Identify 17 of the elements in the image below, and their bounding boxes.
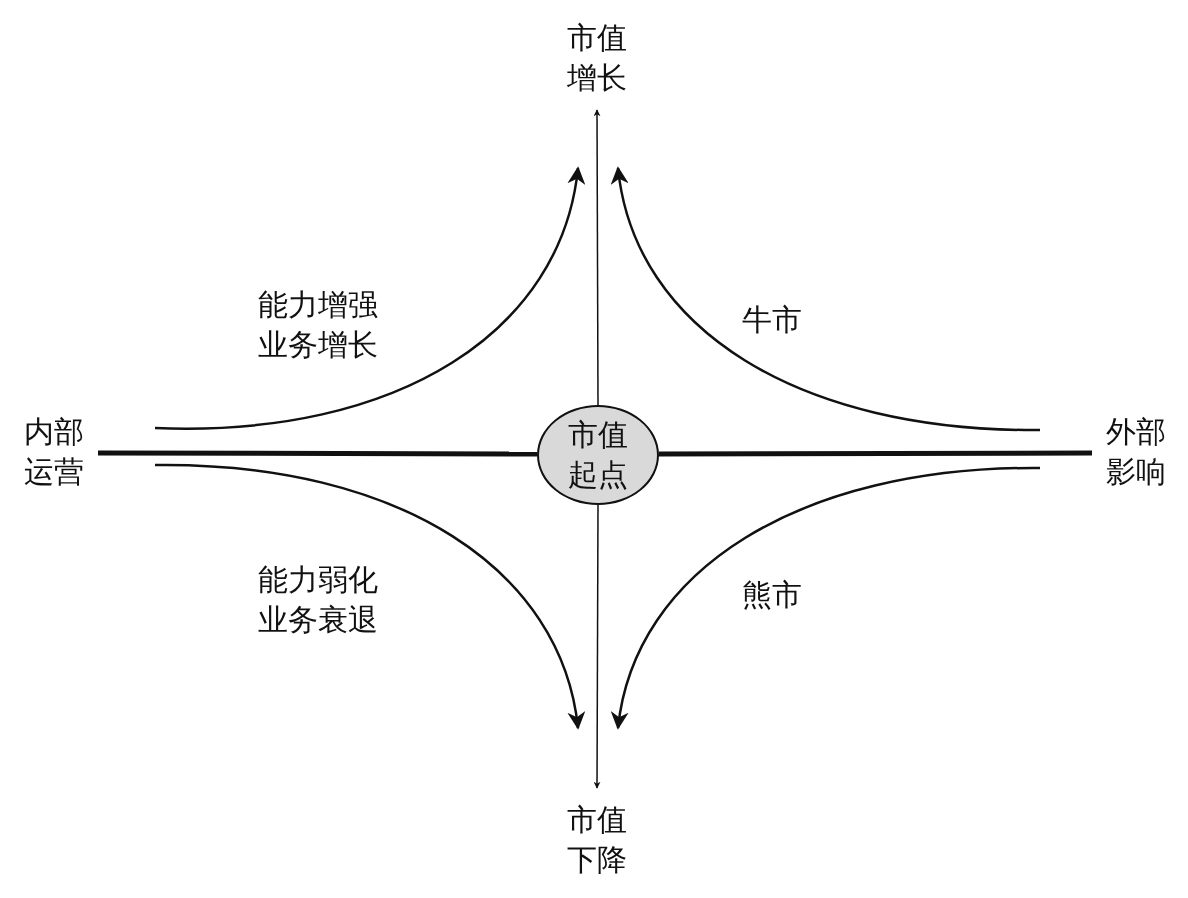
edge-label: 熊市 [742,576,803,614]
axis-arrow [593,504,601,789]
axis-line [659,450,1092,457]
node-label: 市值起点 [567,416,629,494]
axis-label: 市值增长 [565,18,629,98]
axis-label: 内部运营 [22,412,86,492]
curved-arrow [612,466,1041,730]
axis-line [98,450,537,457]
curved-arrow [612,166,1041,432]
curved-arrow [154,463,584,730]
axis-label: 市值下降 [565,800,629,880]
axis-label: 外部影响 [1104,412,1168,492]
edge-label: 能力增强业务增长 [258,286,379,364]
axis-arrow [593,109,601,406]
curved-arrow [155,166,584,430]
edge-label: 牛市 [742,301,803,339]
edge-label: 能力弱化业务衰退 [258,561,379,639]
